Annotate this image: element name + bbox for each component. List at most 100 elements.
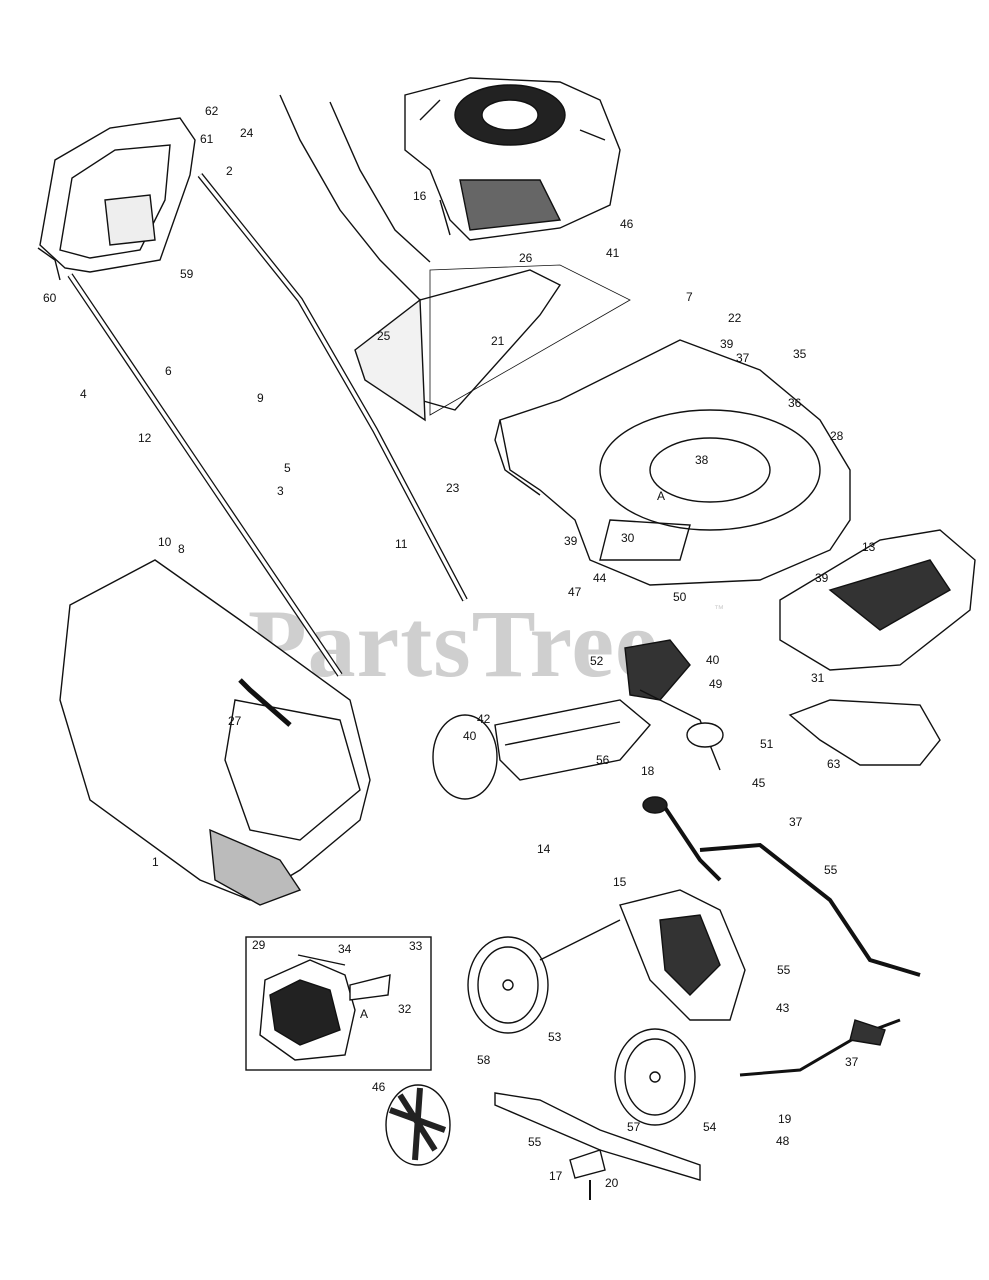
inset-bracket xyxy=(349,974,391,1001)
line-art xyxy=(37,77,976,1200)
callout-55: 55 xyxy=(528,1135,542,1149)
lower-handle-right-inner xyxy=(198,173,467,601)
callout-38: 38 xyxy=(695,453,709,467)
control-cable-a xyxy=(279,94,421,301)
callout-28: 28 xyxy=(830,429,844,443)
callout-39: 39 xyxy=(720,337,734,351)
inset-callout-A: A xyxy=(360,1007,368,1021)
callout-27: 27 xyxy=(228,714,242,728)
callout-25: 25 xyxy=(377,329,391,343)
deflector xyxy=(788,699,941,766)
rear-wheel-right xyxy=(614,1028,696,1126)
upper-handle xyxy=(37,117,196,281)
callout-51: 51 xyxy=(760,737,774,751)
callout-12: 12 xyxy=(138,431,152,445)
inset-callout-29: 29 xyxy=(252,938,266,952)
callout-42: 42 xyxy=(477,712,491,726)
chute-vent xyxy=(828,559,951,631)
callout-1: 1 xyxy=(152,855,159,869)
wheel-cover-spokes xyxy=(388,1087,447,1161)
inset-box xyxy=(245,936,432,1071)
callout-43: 43 xyxy=(776,1001,790,1015)
front-axle-lower xyxy=(739,1018,901,1077)
callout-56: 56 xyxy=(596,753,610,767)
callout-48: 48 xyxy=(776,1134,790,1148)
callout-8: 8 xyxy=(178,542,185,556)
callout-46: 46 xyxy=(620,217,634,231)
callout-44: 44 xyxy=(593,571,607,585)
callout-19: 19 xyxy=(778,1112,792,1126)
spring-54 xyxy=(849,1019,886,1046)
callout-24: 24 xyxy=(240,126,254,140)
callout-57: 57 xyxy=(627,1120,641,1134)
axle-rod xyxy=(504,721,621,746)
callout-49: 49 xyxy=(709,677,723,691)
callout-53: 53 xyxy=(548,1030,562,1044)
height-lever xyxy=(658,798,722,882)
callout-39: 39 xyxy=(815,571,829,585)
callout-3: 3 xyxy=(277,484,284,498)
axle-bracket xyxy=(494,699,651,781)
callout-37: 37 xyxy=(845,1055,859,1069)
callout-60: 60 xyxy=(43,291,57,305)
callout-63: 63 xyxy=(827,757,841,771)
callout-14: 14 xyxy=(537,842,551,856)
pulley xyxy=(686,722,724,748)
callout-31: 31 xyxy=(811,671,825,685)
callout-61: 61 xyxy=(200,132,214,146)
blade xyxy=(494,1092,701,1181)
callout-41: 41 xyxy=(606,246,620,260)
callout-55: 55 xyxy=(777,963,791,977)
rear-axle xyxy=(539,919,621,961)
rear-wheel-left xyxy=(467,936,549,1034)
rear-skirt-side xyxy=(354,298,426,422)
blade-adapter xyxy=(569,1149,606,1179)
callout-35: 35 xyxy=(793,347,807,361)
callout-13: 13 xyxy=(862,540,876,554)
callout-40: 40 xyxy=(706,653,720,667)
callout-9: 9 xyxy=(257,391,264,405)
callout-16: 16 xyxy=(413,189,427,203)
callout-45: 45 xyxy=(752,776,766,790)
callout-37: 37 xyxy=(789,815,803,829)
callout-50: 50 xyxy=(673,590,687,604)
inset-callout-32: 32 xyxy=(398,1002,412,1016)
callout-40: 40 xyxy=(463,729,477,743)
callout-4: 4 xyxy=(80,387,87,401)
callout-26: 26 xyxy=(519,251,533,265)
callout-6: 6 xyxy=(165,364,172,378)
height-lever-knob xyxy=(642,796,668,814)
callout-17: 17 xyxy=(549,1169,563,1183)
callout-22: 22 xyxy=(728,311,742,325)
callout-23: 23 xyxy=(446,481,460,495)
callout-21: 21 xyxy=(491,334,505,348)
callout-2: 2 xyxy=(226,164,233,178)
drive-belt xyxy=(639,689,721,771)
callout-5: 5 xyxy=(284,461,291,475)
callout-55: 55 xyxy=(824,863,838,877)
callout-10: 10 xyxy=(158,535,172,549)
callout-39: 39 xyxy=(564,534,578,548)
callout-46: 46 xyxy=(372,1080,386,1094)
mower-deck xyxy=(494,339,851,586)
callout-58: 58 xyxy=(477,1053,491,1067)
inset-callout-33: 33 xyxy=(409,939,423,953)
front-axle-upper xyxy=(699,842,921,977)
transmission xyxy=(624,639,691,701)
callout-54: 54 xyxy=(703,1120,717,1134)
callout-11: 11 xyxy=(395,537,408,551)
callout-20: 20 xyxy=(605,1176,619,1190)
callout-62: 62 xyxy=(205,104,219,118)
inset-callout-34: 34 xyxy=(338,942,352,956)
control-cable-b xyxy=(329,101,431,263)
grass-bag xyxy=(59,559,371,906)
callout-47: 47 xyxy=(568,585,582,599)
callout-30: 30 xyxy=(621,531,635,545)
engine xyxy=(404,77,621,241)
inset-rod xyxy=(297,954,346,966)
callout-15: 15 xyxy=(613,875,627,889)
rear-baffle-grid xyxy=(659,914,721,996)
